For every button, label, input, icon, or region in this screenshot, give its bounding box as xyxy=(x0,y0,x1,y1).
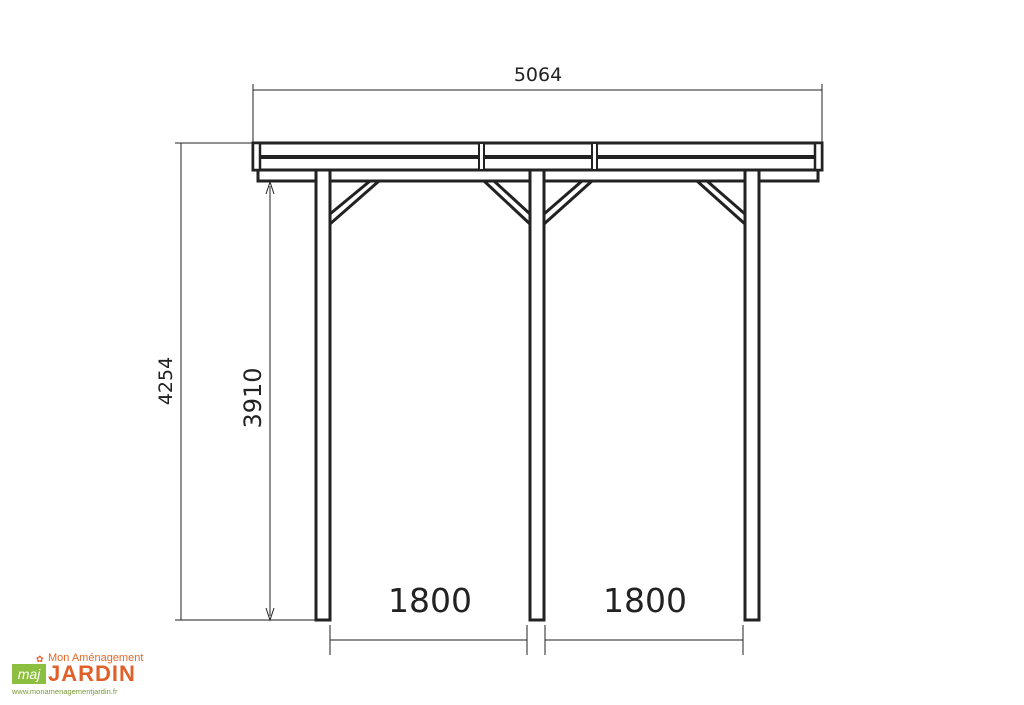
post-right xyxy=(743,168,761,622)
structure xyxy=(251,141,824,622)
logo-brand: JARDIN xyxy=(48,661,136,686)
dimension-lines xyxy=(175,84,823,655)
span-right-label: 1800 xyxy=(603,581,687,620)
logo-mark: maj xyxy=(12,664,46,684)
span-left-label: 1800 xyxy=(388,581,472,620)
logo-url: www.monamenagementjardin.fr xyxy=(12,687,118,696)
flower-icon: ✿ xyxy=(36,654,44,664)
logo-tagline: Mon Aménagement xyxy=(48,652,144,664)
post-middle xyxy=(528,168,546,622)
total-height-label: 4254 xyxy=(155,357,177,405)
clear-height-label: 3910 xyxy=(239,367,267,428)
width-label: 5064 xyxy=(514,64,562,86)
post-left xyxy=(314,168,332,622)
brand-logo: ✿ Mon Aménagement maj JARDIN www.monamen… xyxy=(10,652,143,698)
